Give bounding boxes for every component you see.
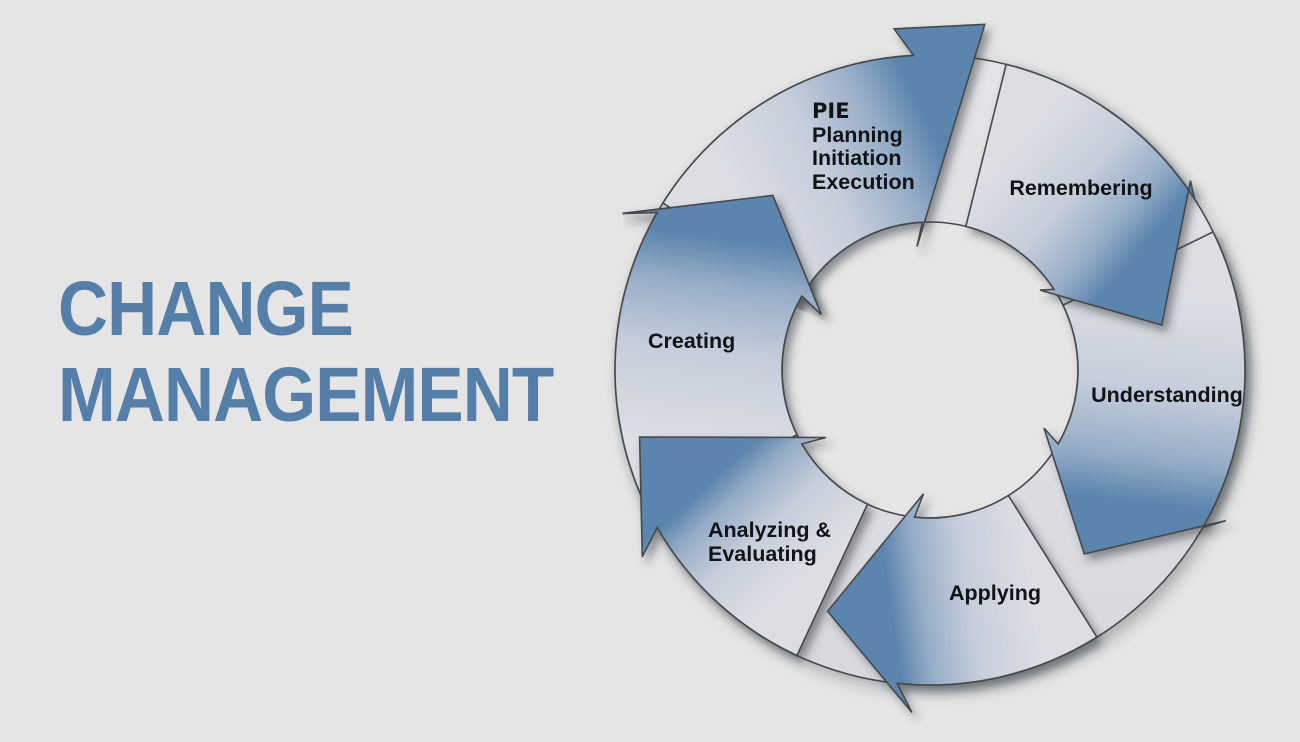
label-understanding: Understanding [1091,383,1243,407]
title-line-1: CHANGE [58,266,354,352]
label-pie-block: PIE Planning Initiation Execution [812,99,915,194]
label-pie-heading: PIE [812,99,850,123]
label-pie-line-planning: Planning [812,122,903,147]
label-remembering: Remembering [1009,176,1153,200]
arrow-applying [826,493,1099,714]
label-analyzing-evaluating: Analyzing & Evaluating [708,518,832,566]
arrow-understanding [1043,230,1246,555]
arrow-analyzing-evaluating [638,436,869,657]
arrow-remembering [964,63,1195,327]
title-line-2: MANAGEMENT [58,352,554,438]
label-applying: Applying [949,581,1041,605]
label-pie-line-execution: Execution [812,169,915,194]
label-pie-line-initiation: Initiation [812,146,902,170]
page-title: CHANGE MANAGEMENT [58,266,554,438]
cycle-ring-hole [781,221,1079,519]
label-creating: Creating [648,329,736,353]
label-analyzing-line-2: Evaluating [708,541,817,566]
label-analyzing-line-1: Analyzing & [708,518,832,542]
